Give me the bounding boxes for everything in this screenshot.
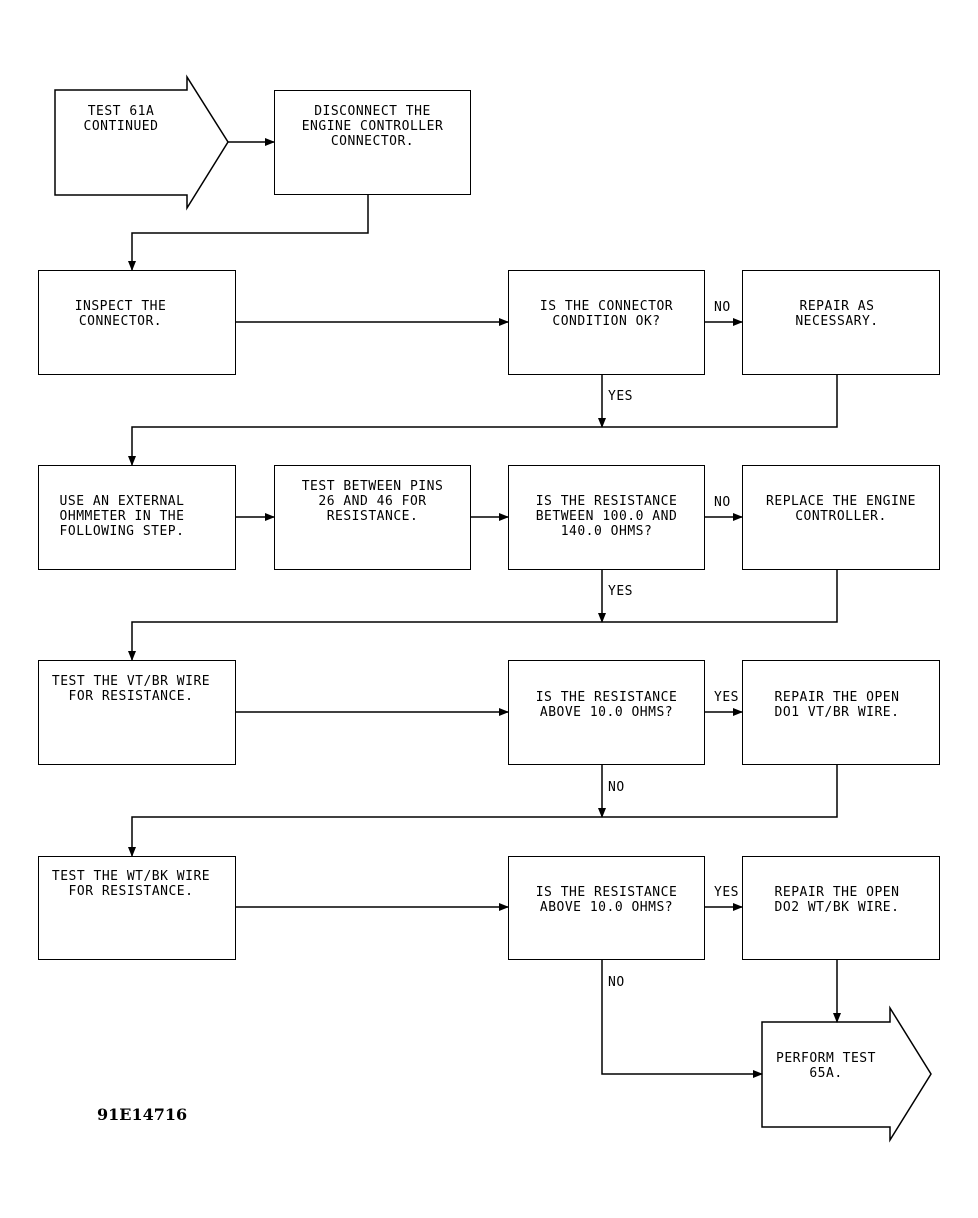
branch-label-yes: YES: [608, 389, 633, 404]
figure-code: 91E14716: [97, 1105, 188, 1124]
repair-do2-box: [742, 856, 940, 960]
disconnect-box: [274, 90, 471, 195]
connector-question-text: IS THE CONNECTOR CONDITION OK?: [539, 299, 674, 329]
inspect-text: INSPECT THE CONNECTOR.: [74, 299, 167, 329]
resistance-range-question-text: IS THE RESISTANCE BETWEEN 100.0 AND 140.…: [535, 494, 678, 539]
branch-label-yes: YES: [714, 885, 739, 900]
disconnect-text: DISCONNECT THE ENGINE CONTROLLER CONNECT…: [301, 104, 444, 149]
repair-connector-box: [742, 270, 940, 375]
start-text: TEST 61A CONTINUED: [83, 104, 159, 134]
start-arrow-shape: [54, 74, 229, 211]
test-vtbr-text: TEST THE VT/BR WIRE FOR RESISTANCE.: [51, 674, 211, 704]
test-vtbr-box: [38, 660, 236, 765]
branch-label-no: NO: [608, 975, 625, 990]
perform-test-text: PERFORM TEST 65A.: [776, 1051, 876, 1081]
branch-label-no: NO: [714, 495, 731, 510]
ohmmeter-box: [38, 465, 236, 570]
replace-controller-text: REPLACE THE ENGINE CONTROLLER.: [766, 494, 916, 524]
branch-label-yes: YES: [714, 690, 739, 705]
repair-do1-box: [742, 660, 940, 765]
above-10-question-2-box: [508, 856, 705, 960]
above-10-question-1-text: IS THE RESISTANCE ABOVE 10.0 OHMS?: [535, 690, 678, 720]
branch-label-no: NO: [714, 300, 731, 315]
branch-label-no: NO: [608, 780, 625, 795]
repair-do2-text: REPAIR THE OPEN DO2 WT/BK WIRE.: [774, 885, 900, 915]
repair-connector-text: REPAIR AS NECESSARY.: [795, 299, 879, 329]
test-pins-text: TEST BETWEEN PINS 26 AND 46 FOR RESISTAN…: [301, 479, 444, 524]
test-wtbk-box: [38, 856, 236, 960]
test-pins-box: [274, 465, 471, 570]
resistance-range-question-box: [508, 465, 705, 570]
above-10-question-2-text: IS THE RESISTANCE ABOVE 10.0 OHMS?: [535, 885, 678, 915]
end-arrow-shape: [761, 1005, 932, 1143]
above-10-question-1-box: [508, 660, 705, 765]
replace-controller-box: [742, 465, 940, 570]
repair-do1-text: REPAIR THE OPEN DO1 VT/BR WIRE.: [774, 690, 900, 720]
branch-label-yes: YES: [608, 584, 633, 599]
inspect-box: [38, 270, 236, 375]
connector-question-box: [508, 270, 705, 375]
ohmmeter-text: USE AN EXTERNAL OHMMETER IN THE FOLLOWIN…: [59, 494, 185, 539]
test-wtbk-text: TEST THE WT/BK WIRE FOR RESISTANCE.: [51, 869, 211, 899]
